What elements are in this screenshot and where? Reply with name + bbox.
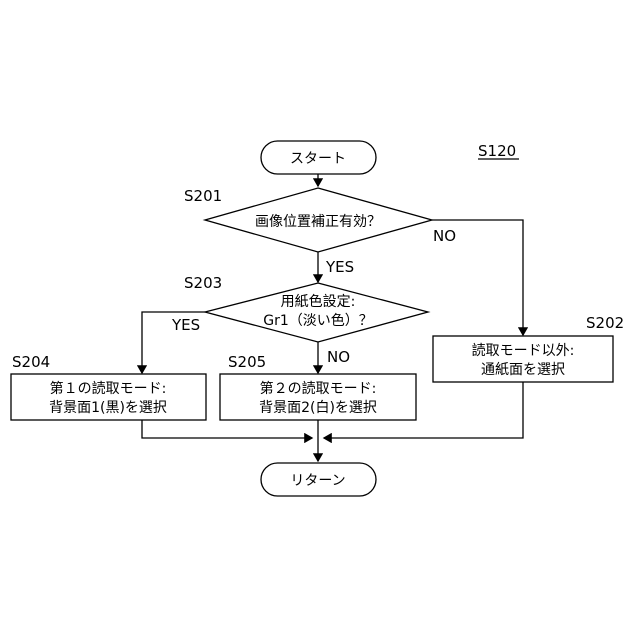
- s201-yes-label: YES: [325, 258, 354, 276]
- s201-id: S201: [184, 187, 222, 205]
- s204-line1: 第１の読取モード:: [50, 380, 167, 397]
- s205-line1: 第２の読取モード:: [260, 380, 377, 397]
- s203-id: S203: [184, 274, 222, 292]
- s205-id: S205: [228, 353, 266, 371]
- start-label: スタート: [290, 151, 346, 167]
- s205-line2: 背景面2(白)を選択: [259, 400, 377, 416]
- s203-no-label: NO: [327, 348, 350, 366]
- s203-line2: Gr1（淡い色）？: [263, 312, 373, 329]
- s201-text: 画像位置補正有効？: [255, 214, 381, 230]
- s202-line1: 読取モード以外:: [472, 342, 575, 359]
- s204-line2: 背景面1(黒)を選択: [49, 400, 167, 416]
- s202-line2: 通紙面を選択: [481, 362, 565, 378]
- s203-yes-label: YES: [171, 316, 200, 334]
- arrow-s204-merge: [142, 420, 312, 438]
- s202-id: S202: [586, 314, 624, 332]
- return-label: リターン: [290, 473, 345, 489]
- s203-line1: 用紙色設定:: [281, 293, 356, 310]
- s204-id: S204: [12, 353, 50, 371]
- figure-label: S120: [478, 142, 516, 160]
- s201-no-label: NO: [433, 227, 456, 245]
